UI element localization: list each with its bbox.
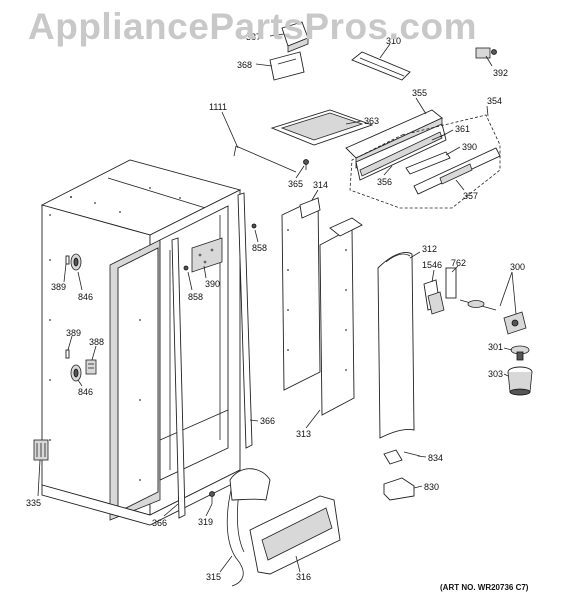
screw-365 — [303, 159, 309, 170]
bracket-830 — [383, 477, 415, 501]
bracket-1546 — [423, 279, 445, 315]
housing-356 — [355, 123, 447, 181]
cover-316 — [249, 495, 341, 575]
callout-387: 387 — [246, 32, 261, 42]
cover-363 — [270, 109, 374, 146]
callout-313: 313 — [296, 429, 311, 439]
callout-846-lower: 846 — [78, 387, 93, 397]
callout-319: 319 — [198, 517, 213, 527]
callout-301: 301 — [488, 342, 503, 352]
tube-762 — [445, 267, 457, 299]
callout-389-upper: 389 — [51, 282, 66, 292]
callout-830: 830 — [424, 482, 439, 492]
callout-labels: 387 368 310 392 1111 355 354 363 361 390… — [26, 32, 525, 582]
assembly-group-354 — [349, 114, 501, 209]
leader-lines — [37, 33, 517, 573]
callout-390-group: 390 — [462, 142, 477, 152]
callout-314: 314 — [313, 180, 328, 190]
callout-389-lower: 389 — [66, 328, 81, 338]
knob-846-upper — [70, 253, 82, 271]
grille-335 — [33, 439, 49, 461]
panel-357 — [413, 147, 501, 195]
callout-365: 365 — [288, 179, 303, 189]
callout-316: 316 — [296, 572, 311, 582]
callout-834: 834 — [428, 453, 443, 463]
clip-392 — [475, 47, 497, 59]
callout-363: 363 — [364, 116, 379, 126]
callout-1546: 1546 — [422, 260, 442, 270]
button-389-upper — [65, 255, 70, 265]
light-bracket-390 — [191, 237, 223, 273]
liner-312 — [377, 252, 415, 439]
harness-315 — [226, 468, 271, 587]
callout-315: 315 — [206, 572, 221, 582]
clip-834 — [383, 449, 421, 465]
art-number: (ART NO. WR20736 C7) — [440, 583, 529, 592]
gasket-strip-left — [171, 237, 186, 519]
callout-361: 361 — [455, 124, 470, 134]
part-390-group — [405, 151, 451, 175]
watermark: AppliancePartsPros.com — [28, 6, 477, 47]
callout-762: 762 — [451, 258, 466, 268]
switch-388 — [85, 359, 97, 375]
callout-366-left: 366 — [152, 518, 167, 528]
screw-858-b — [183, 265, 189, 271]
callout-392: 392 — [493, 68, 508, 78]
callout-312: 312 — [422, 244, 437, 254]
callout-846-upper: 846 — [78, 292, 93, 302]
callout-368: 368 — [237, 60, 252, 70]
screw-319 — [209, 491, 215, 504]
callout-858-b: 858 — [188, 292, 203, 302]
knob-846-lower — [70, 364, 82, 382]
callout-354: 354 — [487, 96, 502, 106]
cabinet-case — [40, 159, 242, 526]
bracket-387 — [281, 21, 309, 53]
cap-303 — [507, 366, 533, 396]
gasket-strip-right — [237, 192, 253, 449]
callout-390-bracket: 390 — [205, 279, 220, 289]
rod-1111 — [233, 145, 297, 173]
screw-858-a — [251, 223, 257, 229]
callout-356: 356 — [377, 177, 392, 187]
callout-303: 303 — [488, 369, 503, 379]
rail-310 — [351, 51, 411, 81]
callout-366-right: 366 — [260, 416, 275, 426]
fitting-301 — [510, 345, 530, 361]
callout-310: 310 — [386, 36, 401, 46]
callout-335: 335 — [26, 498, 41, 508]
panel-313 — [319, 217, 363, 416]
callout-858-a: 858 — [252, 243, 267, 253]
valve-300 — [459, 299, 527, 335]
callout-300: 300 — [510, 262, 525, 272]
callout-357: 357 — [463, 191, 478, 201]
callout-1111: 1111 — [209, 102, 227, 112]
panel-314 — [281, 197, 321, 391]
bracket-368 — [269, 51, 305, 81]
callout-388: 388 — [89, 337, 104, 347]
callout-355: 355 — [412, 88, 427, 98]
button-389-lower — [65, 349, 70, 359]
